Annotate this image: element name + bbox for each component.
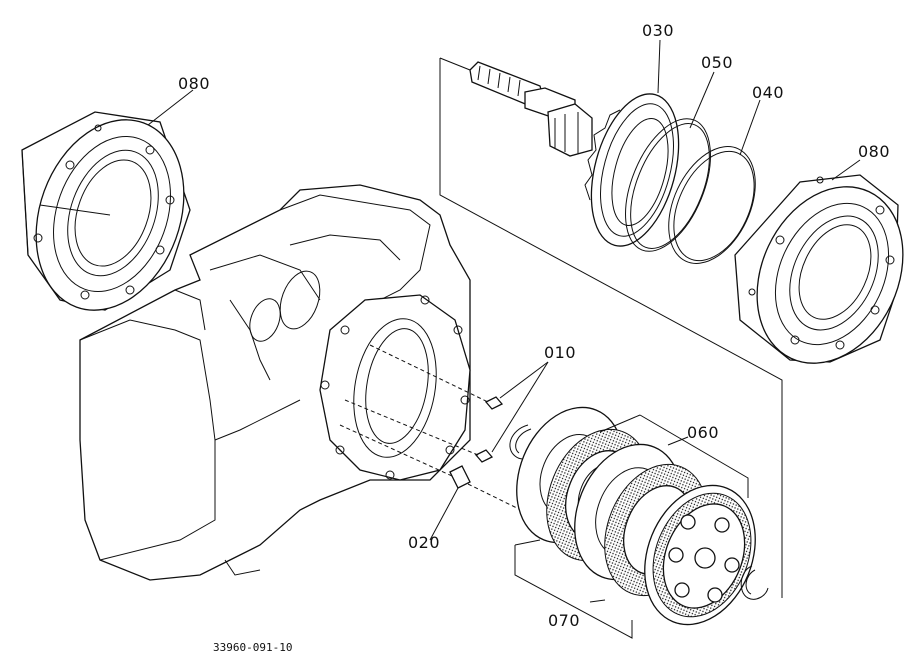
pin-020 — [339, 424, 526, 513]
label-020: 020 — [408, 533, 440, 552]
label-040: 040 — [752, 83, 784, 102]
snap-ring-right — [740, 565, 769, 600]
housing-cover-left — [21, 111, 191, 311]
assembly-bracket-lines — [439, 57, 783, 639]
label-080-right: 080 — [858, 142, 890, 161]
label-060: 060 — [687, 423, 719, 442]
label-070: 070 — [548, 611, 580, 630]
housing-cover-right — [734, 174, 904, 364]
label-050: 050 — [701, 53, 733, 72]
drawing-code: 33960-091-10 — [213, 641, 292, 654]
o-ring-050 — [625, 118, 711, 252]
label-030: 030 — [642, 21, 674, 40]
gear-shaft — [469, 61, 593, 157]
pins-010 — [344, 344, 504, 463]
label-010: 010 — [544, 343, 576, 362]
leader-lines — [147, 39, 861, 603]
label-080-left: 080 — [178, 74, 210, 93]
o-ring-040 — [668, 146, 756, 264]
transmission-case — [79, 184, 471, 581]
clutch-plates — [516, 406, 756, 626]
